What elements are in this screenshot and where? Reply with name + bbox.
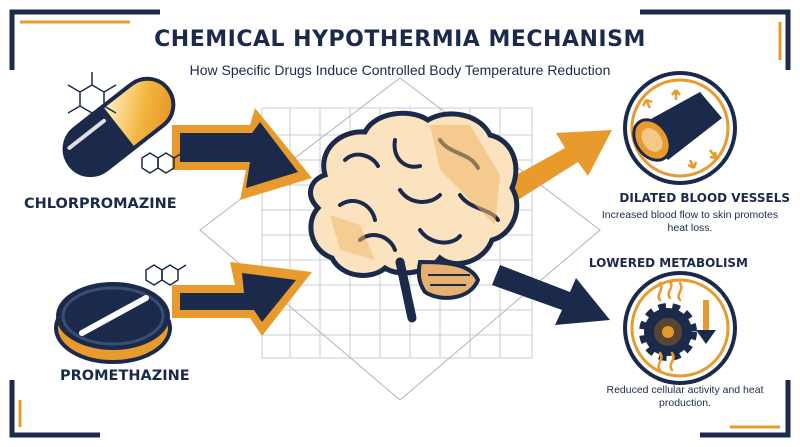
effect-description-dilated-blood-vessels: Increased blood flow to skin promotes he… [601,209,779,234]
diagram-subtitle: How Specific Drugs Induce Controlled Bod… [189,62,611,78]
tablet-icon [54,282,172,364]
brain-illustration [308,110,520,323]
molecule-structure-icon [67,72,183,174]
frame-brackets [9,9,791,438]
diagram-title: CHEMICAL HYPOTHERMIA MECHANISM [154,27,646,52]
blood-vessel-icon [623,71,737,185]
gear-metabolism-icon [623,271,737,385]
effect-description-lowered-metabolism: Reduced cellular activity and heat produ… [606,384,764,409]
capsule-icon [62,76,176,178]
arrow-brain-to-blood-vessels [498,130,612,205]
molecule-structure-icon-2 [145,264,187,286]
arrow-promethazine-to-brain [172,262,312,336]
effect-title-dilated-blood-vessels: DILATED BLOOD VESSELS [619,191,790,205]
arrow-chlorpromazine-to-brain [172,108,312,200]
drug-label-promethazine: PROMETHAZINE [60,368,190,384]
drug-label-chlorpromazine: CHLORPROMAZINE [24,196,177,212]
arrow-brain-to-metabolism [492,265,610,325]
effect-title-lowered-metabolism: LOWERED METABOLISM [588,256,748,270]
